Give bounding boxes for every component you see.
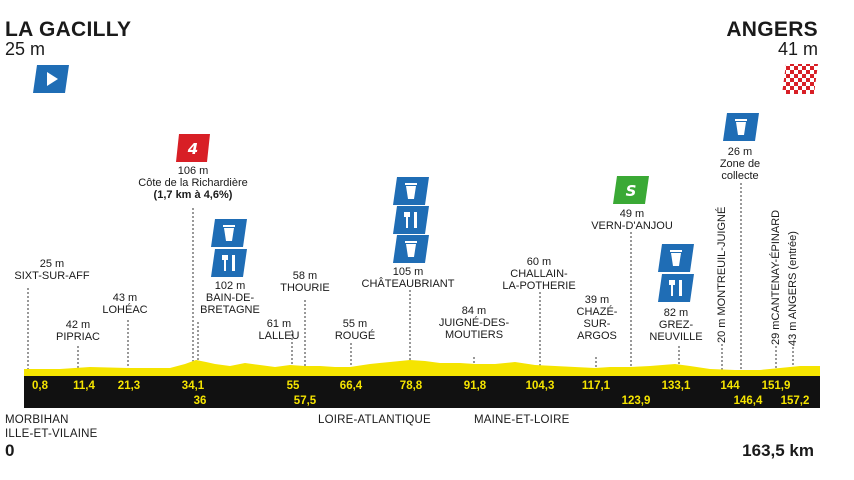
fork-knife-icon (211, 249, 247, 277)
region-label: MAINE-ET-LOIRE (474, 414, 570, 426)
start-distance: 0 (5, 441, 15, 460)
finish-distance: 163,5 km (742, 441, 814, 460)
feed-zone-icon (211, 219, 247, 247)
finish-altitude: 41 m (777, 39, 818, 59)
waypoint-vertical-label: 43 m ANGERS (entrée) (787, 231, 799, 346)
km-marker: 66,4 (339, 380, 363, 392)
km-marker: 57,5 (293, 395, 317, 407)
finish-flag-icon (782, 64, 818, 94)
km-marker: 104,3 (525, 380, 555, 392)
feed-zone-icon (393, 177, 429, 205)
km-marker: 0,8 (32, 380, 48, 392)
waste-zone-icon (723, 113, 759, 141)
sprint-icon: S (613, 176, 649, 204)
km-marker: 123,9 (621, 395, 651, 407)
waypoint-vertical-label: 20 m MONTREUIL-JUIGNÉ (716, 206, 728, 343)
km-marker: 117,1 (581, 380, 611, 392)
start-altitude: 25 m (5, 39, 46, 59)
start-town: LA GACILLY (5, 18, 132, 41)
fork-knife-icon (658, 274, 694, 302)
km-marker: 55 (286, 380, 300, 392)
km-marker: 146,4 (733, 395, 763, 407)
feed-zone-icon (658, 244, 694, 272)
km-marker: 34,1 (181, 380, 205, 392)
waypoint-vertical-label: 29 mCANTENAY-ÉPINARD (770, 209, 782, 345)
km-marker: 36 (193, 395, 207, 407)
fork-knife-icon (393, 206, 429, 234)
km-marker: 133,1 (661, 380, 691, 392)
km-marker: 91,8 (463, 380, 487, 392)
region-label: MORBIHAN (5, 414, 69, 426)
km-marker: 21,3 (117, 380, 141, 392)
start-flag-icon (33, 65, 69, 93)
km-marker: 78,8 (399, 380, 423, 392)
km-marker: 157,2 (780, 395, 810, 407)
climb-cat4-icon: 4 (176, 134, 210, 162)
road-band (24, 376, 820, 408)
svg-text:S: S (626, 182, 637, 200)
region-label: LOIRE-ATLANTIQUE (318, 414, 431, 426)
km-marker: 144 (720, 380, 740, 392)
km-marker: 11,4 (73, 380, 95, 392)
km-marker: 151,9 (761, 380, 791, 392)
feed-zone-icon (393, 235, 429, 263)
elevation-profile (24, 360, 820, 376)
finish-town: ANGERS (726, 18, 818, 41)
svg-text:4: 4 (187, 140, 198, 158)
region-label: ILLE-ET-VILAINE (5, 428, 98, 440)
